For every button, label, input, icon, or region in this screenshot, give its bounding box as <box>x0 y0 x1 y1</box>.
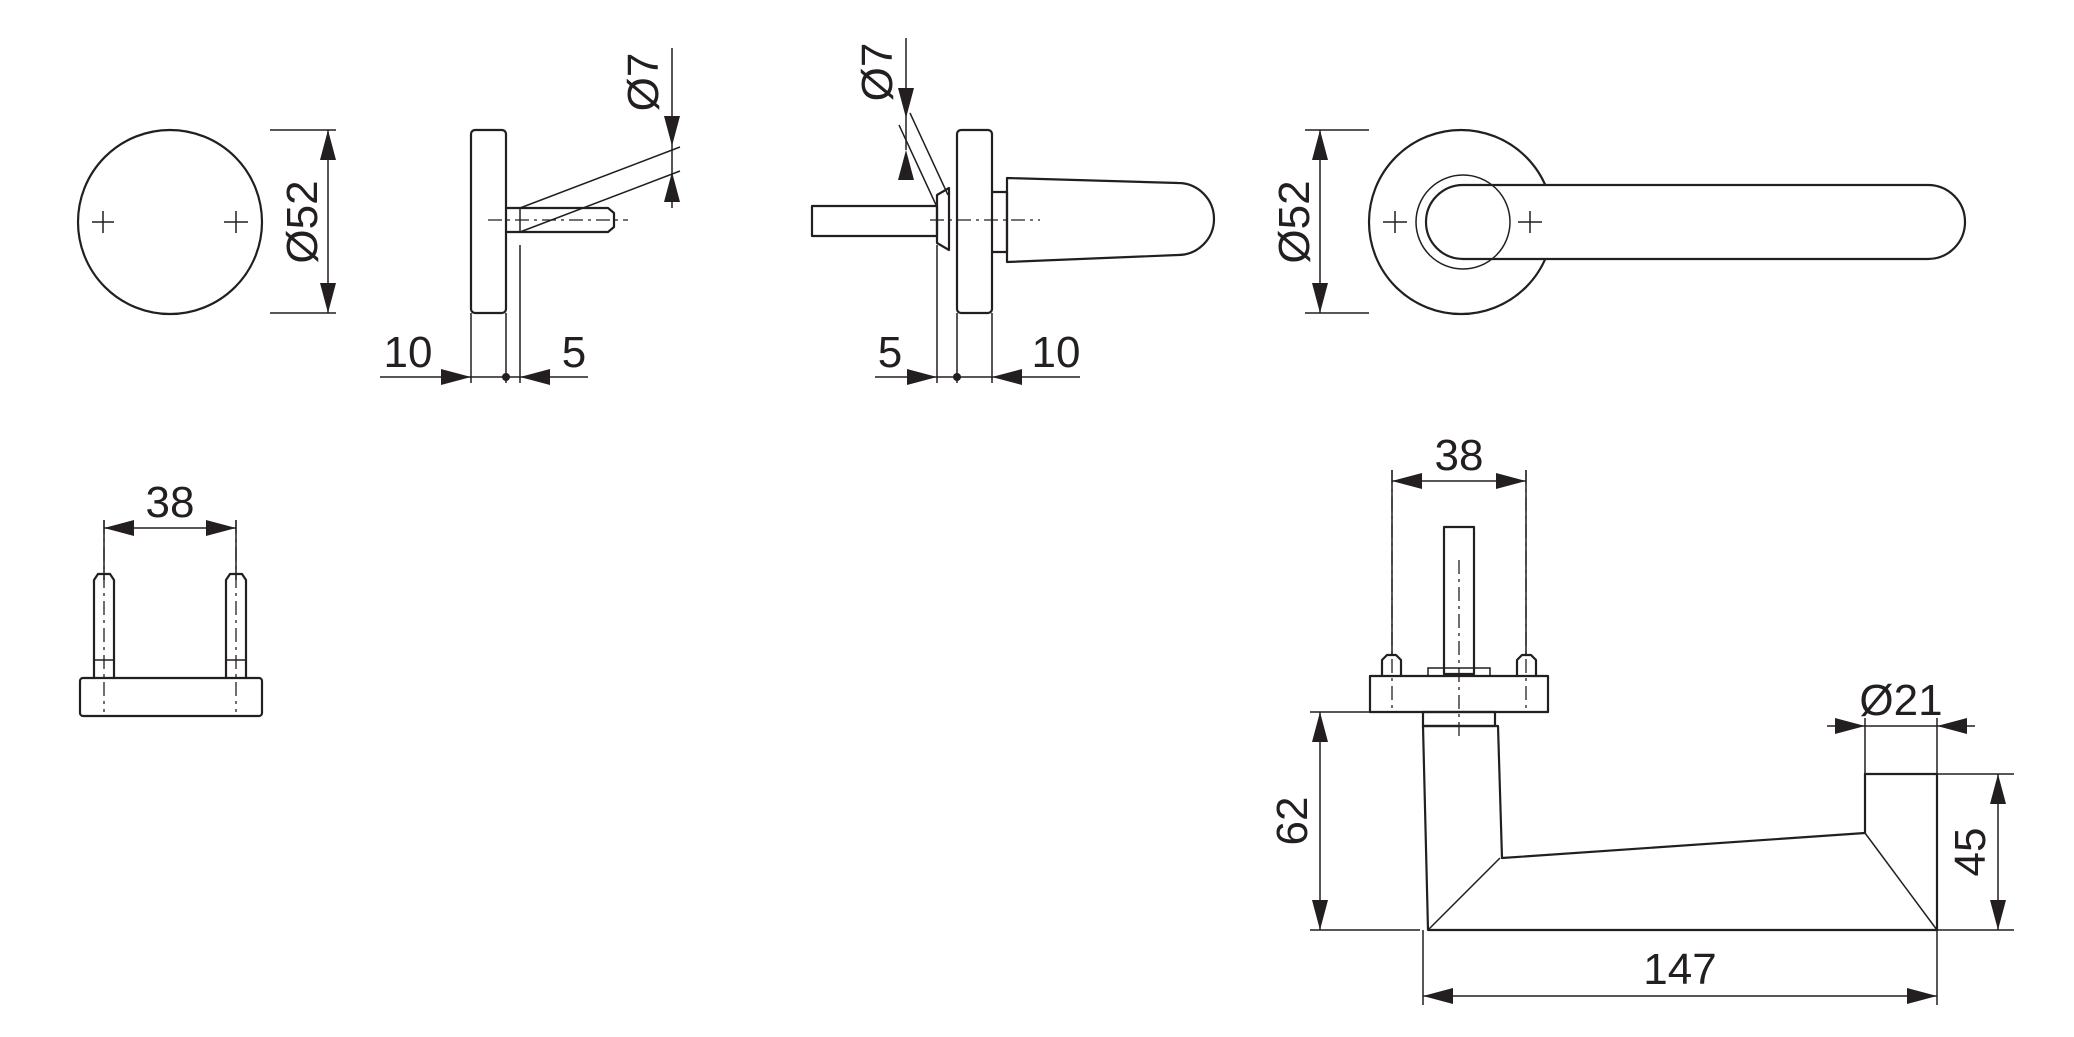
fixing-spacing-label-backplate: 38 <box>146 478 195 527</box>
pin-diameter-label-left: Ø7 <box>619 53 668 112</box>
handle-side-view <box>810 38 1216 385</box>
spindle-offset-label-right: 5 <box>878 328 902 377</box>
rose-thickness-label-left: 10 <box>384 328 433 377</box>
handle-front-view <box>1305 128 1967 316</box>
handle-length-label: 147 <box>1643 945 1716 994</box>
rose-front-view <box>76 128 336 316</box>
rose-side-view <box>380 48 681 385</box>
grip-height-label: 45 <box>1946 828 1995 877</box>
rose-thickness-label-right: 10 <box>1032 328 1081 377</box>
fixing-spacing-label-handle: 38 <box>1435 431 1484 480</box>
rose-diameter-label-left: Ø52 <box>278 180 327 263</box>
handle-projection-label: 62 <box>1268 797 1317 846</box>
grip-diameter-label: Ø21 <box>1859 676 1942 725</box>
lever-top-view <box>1310 470 2014 1005</box>
rose-diameter-label-right: Ø52 <box>1270 180 1319 263</box>
pin-diameter-label-right: Ø7 <box>853 43 902 102</box>
spindle-offset-label-left: 5 <box>562 328 586 377</box>
backplate-fixing-view <box>78 520 264 718</box>
